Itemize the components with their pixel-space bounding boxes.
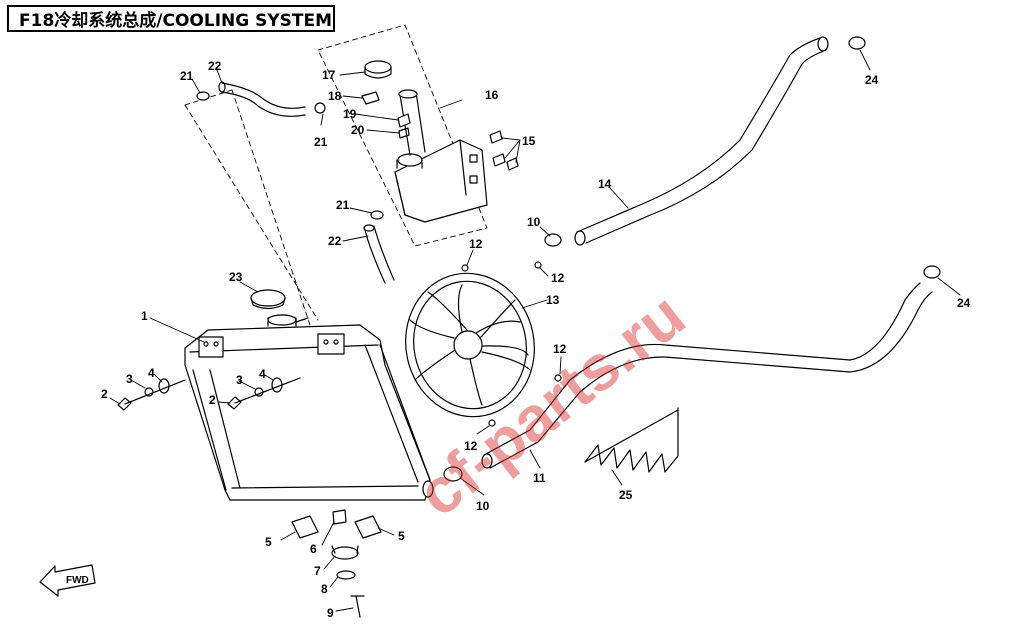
callout-13: 13 — [546, 293, 560, 307]
callout-22a: 22 — [208, 59, 222, 73]
callout-5a: 5 — [265, 535, 272, 549]
callout-21c: 21 — [336, 198, 350, 212]
callout-leaders — [109, 49, 961, 612]
callout-4b: 4 — [259, 367, 266, 381]
radiator-cap — [250, 289, 286, 310]
fwd-label: FWD — [66, 575, 89, 586]
reservoir-cap — [364, 60, 392, 79]
callout-3a: 3 — [126, 372, 133, 386]
callout-23: 23 — [229, 270, 243, 284]
callout-24a: 24 — [865, 73, 879, 87]
hose-clamps-21 — [196, 91, 384, 220]
radiator-fasteners — [117, 377, 301, 411]
radiator-mounts — [291, 509, 382, 618]
callout-12d: 12 — [464, 439, 478, 453]
callout-25: 25 — [619, 488, 633, 502]
callout-11: 11 — [533, 471, 546, 485]
callout-22b: 22 — [328, 234, 342, 248]
callout-12b: 12 — [551, 271, 565, 285]
callout-7: 7 — [314, 564, 321, 578]
callout-16: 16 — [485, 88, 499, 102]
callout-2a: 2 — [101, 387, 108, 401]
callout-8: 8 — [321, 582, 328, 596]
callout-17: 17 — [322, 68, 336, 82]
overflow-hose-upper — [218, 81, 306, 117]
reservoir-fittings — [361, 91, 411, 139]
overflow-hose-lower — [363, 224, 395, 284]
callout-19: 19 — [343, 107, 357, 121]
callout-1: 1 — [141, 309, 148, 323]
callout-numbers: 1 2 2 3 3 4 4 5 5 6 7 8 9 10 10 11 12 12… — [101, 59, 971, 620]
callout-18: 18 — [328, 89, 342, 103]
callout-20: 20 — [351, 123, 365, 137]
cooling-fan — [405, 272, 535, 418]
callout-10a: 10 — [527, 215, 541, 229]
hose-spring — [584, 407, 679, 473]
callout-3b: 3 — [236, 373, 243, 387]
callout-2b: 2 — [209, 393, 216, 407]
callout-21a: 21 — [180, 69, 194, 83]
lower-radiator-hose — [481, 265, 941, 469]
callout-15: 15 — [522, 134, 536, 148]
callout-6: 6 — [310, 542, 317, 556]
callout-21b: 21 — [314, 135, 328, 149]
upper-radiator-hose — [574, 36, 866, 246]
callout-12a: 12 — [469, 237, 483, 251]
callout-12c: 12 — [553, 342, 567, 356]
radiator — [184, 314, 434, 501]
callout-24b: 24 — [957, 296, 971, 310]
callout-9: 9 — [327, 606, 334, 620]
diagram-title: F18冷却系统总成/COOLING SYSTEM — [7, 5, 335, 32]
callout-10b: 10 — [476, 499, 490, 513]
hose-clamps-10 — [443, 233, 562, 482]
callout-5b: 5 — [398, 529, 405, 543]
fan-bolts — [461, 261, 562, 427]
coolant-reservoir — [394, 89, 488, 223]
fwd-arrow: FWD — [39, 564, 96, 597]
reservoir-bolts — [489, 130, 519, 171]
callout-4a: 4 — [148, 366, 155, 380]
callout-14: 14 — [598, 177, 612, 191]
